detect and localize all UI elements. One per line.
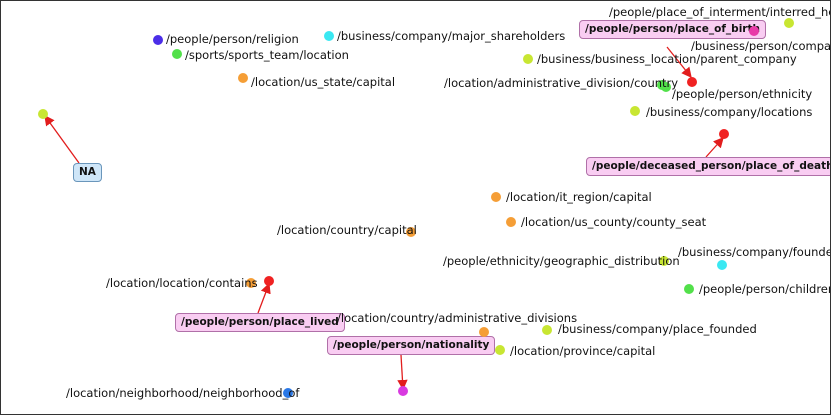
node-label-location-contains: /location/location/contains — [106, 276, 258, 290]
node-dot-admin-country-2[interactable] — [661, 82, 671, 92]
node-dot-sports-team-location[interactable] — [172, 49, 182, 59]
node-label-ethnicity-distribution: /people/ethnicity/geographic_distributio… — [443, 254, 680, 268]
node-label-company-locations: /business/company/locations — [646, 105, 813, 119]
node-box-place-of-birth[interactable]: /people/person/place_of_birth — [579, 20, 766, 39]
node-dot-company-locations[interactable] — [630, 106, 640, 116]
node-dot-place-founded[interactable] — [542, 325, 552, 335]
node-label-us-county-seat: /location/us_county/county_seat — [521, 215, 707, 229]
node-dot-person-company[interactable] — [749, 26, 759, 36]
node-dot-major-shareholders[interactable] — [324, 31, 334, 41]
node-dot-ethnicity-distribution[interactable] — [659, 256, 669, 266]
node-label-company-founders: /business/company/founders — [678, 245, 831, 259]
node-label-person-children: /people/person/children — [699, 282, 831, 296]
node-label-province-capital: /location/province/capital — [510, 344, 656, 358]
edge-na — [44, 114, 80, 164]
node-label-person-ethnicity: /people/person/ethnicity — [672, 87, 813, 101]
node-dot-company-founders[interactable] — [717, 260, 727, 270]
node-label-place-founded: /business/company/place_founded — [558, 322, 757, 336]
node-label-neighborhood-of: /location/neighborhood/neighborhood_of — [66, 386, 300, 400]
edge-place-of-birth — [666, 46, 692, 79]
node-dot-place-of-interment[interactable] — [784, 18, 794, 28]
node-label-it-region-capital: /location/it_region/capital — [506, 190, 652, 204]
node-dot-religion[interactable] — [153, 35, 163, 45]
node-dot-province-capital[interactable] — [495, 345, 505, 355]
node-box-place-of-death[interactable]: /people/deceased_person/place_of_death — [586, 157, 830, 176]
node-dot-location-contains[interactable] — [246, 278, 256, 288]
node-label-major-shareholders: /business/company/major_shareholders — [337, 29, 566, 43]
node-dot-parent-company[interactable] — [523, 54, 533, 64]
node-dot-person-children[interactable] — [684, 284, 694, 294]
node-dot-country-capital[interactable] — [406, 227, 416, 237]
node-dot-na-target[interactable] — [38, 109, 48, 119]
node-dot-us-county-seat[interactable] — [506, 217, 516, 227]
node-label-country-admin-divisions: /location/country/administrative_divisio… — [337, 311, 578, 325]
node-label-place-of-interment: /people/place_of_interment/interred_here — [609, 5, 831, 19]
node-dot-place-of-birth-target[interactable] — [687, 77, 697, 87]
node-dot-nationality-target[interactable] — [398, 386, 408, 396]
node-box-nationality[interactable]: /people/person/nationality — [327, 336, 496, 355]
node-dot-neighborhood-of[interactable] — [283, 388, 293, 398]
node-box-na[interactable]: NA — [73, 163, 102, 182]
node-label-us-state-capital: /location/us_state/capital — [251, 75, 396, 89]
node-dot-country-admin-divisions[interactable] — [479, 327, 489, 337]
node-label-person-company: /business/person/company — [691, 39, 831, 53]
node-dot-us-state-capital[interactable] — [238, 73, 248, 83]
node-label-religion: /people/person/religion — [166, 32, 299, 46]
node-label-sports-team-location: /sports/sports_team/location — [185, 48, 349, 62]
node-dot-place-lived-target[interactable] — [264, 276, 274, 286]
node-box-place-lived[interactable]: /people/person/place_lived — [175, 313, 345, 332]
edge-place-lived — [257, 282, 271, 314]
edge-place-of-death — [705, 137, 724, 158]
edge-nationality — [397, 354, 408, 391]
node-dot-it-region-capital[interactable] — [491, 192, 501, 202]
node-label-parent-company: /business/business_location/parent_compa… — [537, 52, 797, 66]
node-label-admin-country: /location/administrative_division/countr… — [444, 76, 679, 90]
node-dot-place-of-death-target[interactable] — [719, 129, 729, 139]
node-label-country-capital: /location/country/capital — [277, 223, 417, 237]
